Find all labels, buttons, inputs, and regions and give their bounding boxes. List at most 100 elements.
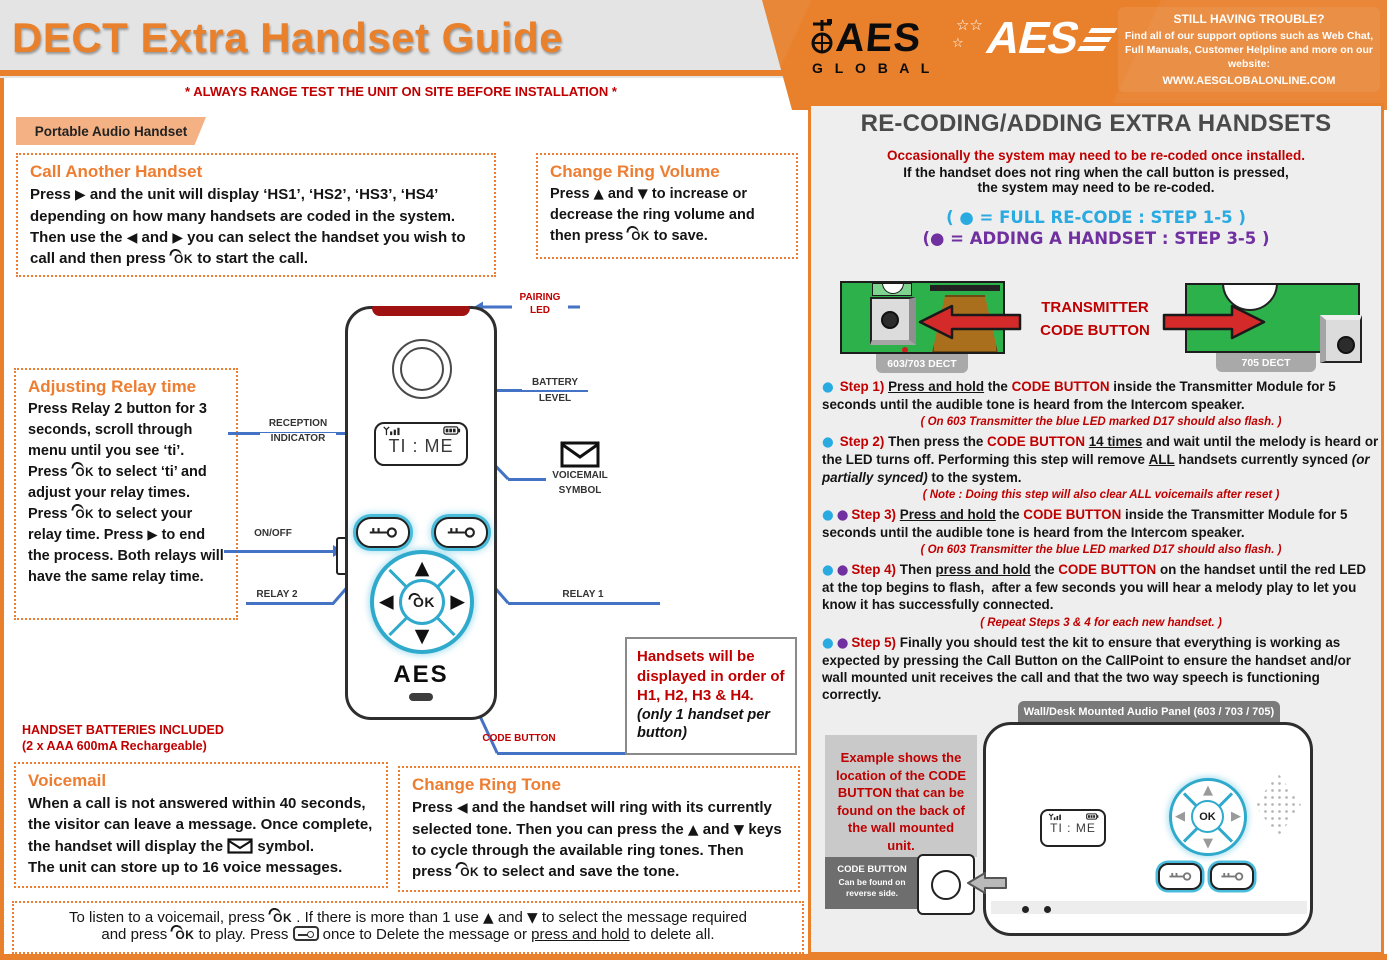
right-arrow-button[interactable]: ▶	[1231, 809, 1241, 825]
step-3: ●●Step 3) Press and hold the CODE BUTTON…	[822, 506, 1348, 540]
handset-order-note-sub: (only 1 handset per button)	[637, 706, 770, 742]
aese-stars-icon: ☆☆	[956, 16, 983, 34]
step-2-note: ( Note : Doing this step will also clear…	[922, 488, 1280, 501]
change-ring-volume-box: Change Ring Volume Press ▲ and ▼ to incr…	[536, 153, 798, 259]
portable-audio-handset-tab: Portable Audio Handset	[16, 117, 206, 145]
ok-button[interactable]: OK	[399, 579, 445, 625]
recoding-steps: ●Step 1) Press and hold the CODE BUTTON …	[822, 378, 1380, 706]
listen-voicemail-box: To listen to a voicemail, press OK . If …	[12, 901, 804, 954]
code-button-603-703[interactable]	[870, 297, 916, 345]
change-ring-tone-text: Press ◀ and the handset will ring with i…	[412, 799, 782, 881]
on-off-arrow	[224, 550, 334, 553]
aes-global-wordmark: G L O B A L	[812, 60, 934, 76]
aes-crane-icon	[810, 18, 834, 63]
wall-mounted-panel: TI : ME ▲ ▼ ◀ ▶ OK	[983, 722, 1313, 936]
legend-full-recode: ( ● = FULL RE-CODE : STEP 1-5 )	[946, 208, 1246, 227]
full-recode-bullet: ●	[822, 435, 834, 451]
header-background	[0, 0, 792, 78]
battery-level-line	[492, 389, 588, 392]
step-3-note: ( On 603 Transmitter the blue LED marked…	[920, 544, 1282, 557]
transmitter-code-arrow-right	[1162, 302, 1266, 347]
step-1: ●Step 1) Press and hold the CODE BUTTON …	[822, 379, 1336, 413]
range-test-warning: * ALWAYS RANGE TEST THE UNIT ON SITE BEF…	[185, 84, 617, 99]
support-heading: STILL HAVING TROUBLE?	[1173, 12, 1325, 26]
relay2-key-button[interactable]	[356, 517, 410, 548]
earpiece-speaker-icon	[392, 339, 452, 399]
support-panel: STILL HAVING TROUBLE? Find all of our su…	[1118, 7, 1380, 92]
ok-button[interactable]: OK	[1191, 800, 1224, 833]
display-status-icons	[1042, 811, 1104, 821]
aes-global-logo: AES	[834, 16, 924, 60]
down-arrow-button[interactable]: ▼	[1203, 836, 1213, 851]
change-ring-volume-text: Press ▲ and ▼ to increase or decrease th…	[550, 186, 755, 244]
code-button-705[interactable]	[1320, 315, 1362, 363]
adjusting-relay-time-box: Adjusting Relay time Press Relay 2 butto…	[14, 368, 238, 620]
voicemail-symbol-label: VOICEMAIL SYMBOL	[546, 470, 614, 497]
call-another-handset-box: Call Another Handset Press ▶ and the uni…	[16, 153, 496, 277]
display-status-icons	[376, 424, 466, 436]
code-button-circle	[931, 869, 961, 900]
key-icon	[1221, 872, 1244, 881]
reception-signal-icon	[383, 426, 400, 436]
wall-panel-lower-strip	[991, 901, 1307, 914]
wall-panel-speaker-grille	[1255, 773, 1301, 837]
up-arrow-button[interactable]: ▲	[414, 557, 430, 579]
pcb-component	[930, 285, 1000, 291]
handset-display: TI : ME	[374, 422, 468, 466]
recoding-line1: If the handset does not ring when the ca…	[903, 165, 1289, 180]
battery-icon	[443, 426, 461, 435]
call-another-handset-text: Press ▶ and the unit will display ‘HS1’,…	[30, 186, 466, 268]
page-title: DECT Extra Handset Guide	[12, 14, 564, 61]
pairing-led	[372, 306, 470, 316]
wall-panel-mic-hole	[1022, 906, 1029, 913]
aese-logo: AES	[981, 12, 1085, 63]
reception-indicator-label: RECEPTION INDICATOR	[260, 418, 336, 445]
legend-adding-handset: (● = ADDING A HANDSET : STEP 3-5 )	[922, 229, 1270, 248]
code-button-actuator	[1337, 336, 1355, 354]
left-arrow-button[interactable]: ◀	[379, 590, 394, 613]
call-another-handset-title: Call Another Handset	[30, 162, 203, 181]
right-arrow-button[interactable]: ▶	[450, 590, 465, 613]
relay1-line	[508, 602, 660, 605]
down-arrow-button[interactable]: ▼	[414, 625, 430, 647]
key-icon	[1169, 872, 1192, 881]
voicemail-box: Voicemail When a call is not answered wi…	[14, 762, 388, 888]
code-button-location-note: CODE BUTTON Can be found on reverse side…	[825, 857, 919, 909]
transmitter-705-label: 705 DECT	[1216, 353, 1316, 372]
relay1-label: RELAY 1	[562, 589, 604, 600]
microphone-slot	[409, 693, 433, 701]
pairing-led-label: PAIRING LED	[512, 292, 568, 317]
aes-brand-logo: AES	[393, 661, 449, 688]
up-arrow-button[interactable]: ▲	[1203, 783, 1213, 798]
page-left-border	[0, 78, 4, 960]
earpiece-speaker-inner	[400, 347, 444, 391]
adding-handset-bullet: ●	[836, 563, 849, 579]
code-button-label: CODE BUTTON	[482, 733, 556, 744]
support-website-link[interactable]: WWW.AESGLOBALONLINE.COM	[1162, 74, 1336, 87]
display-text: TI : ME	[388, 436, 454, 456]
aese-star-icon: ☆	[952, 36, 964, 51]
handset-order-note-box: Handsets will be displayed in order of H…	[625, 637, 797, 755]
wall-relay2-key-button[interactable]	[1158, 863, 1202, 890]
relay1-key-button[interactable]	[434, 517, 488, 548]
transmitter-code-arrow-left	[918, 302, 1022, 347]
page-bottom-border	[0, 954, 1387, 960]
code-button-pointer-arrow	[966, 870, 1008, 901]
transmitter-603-703-label: 603/703 DECT	[876, 354, 968, 373]
key-icon	[369, 527, 397, 538]
adjusting-relay-time-text: Press Relay 2 button for 3 seconds, scro…	[28, 401, 224, 586]
step-2: ●Step 2) Then press the CODE BUTTON 14 t…	[822, 434, 1379, 485]
code-button-line	[497, 752, 625, 755]
left-arrow-button[interactable]: ◀	[1175, 809, 1185, 825]
battery-level-label: BATTERY LEVEL	[522, 377, 588, 405]
full-recode-bullet: ●	[822, 507, 834, 523]
recoding-title: RE-CODING/ADDING EXTRA HANDSETS	[860, 110, 1332, 137]
step-1-note: ( On 603 Transmitter the blue LED marked…	[920, 416, 1282, 429]
change-ring-tone-title: Change Ring Tone	[412, 775, 561, 794]
wall-relay1-key-button[interactable]	[1210, 863, 1254, 890]
step-5: ●●Step 5) Finally you should test the ki…	[822, 634, 1351, 703]
wall-panel-mic-hole	[1044, 906, 1051, 913]
step-4-note: ( Repeat Steps 3 & 4 for each new handse…	[980, 616, 1222, 629]
voicemail-title: Voicemail	[28, 771, 107, 790]
